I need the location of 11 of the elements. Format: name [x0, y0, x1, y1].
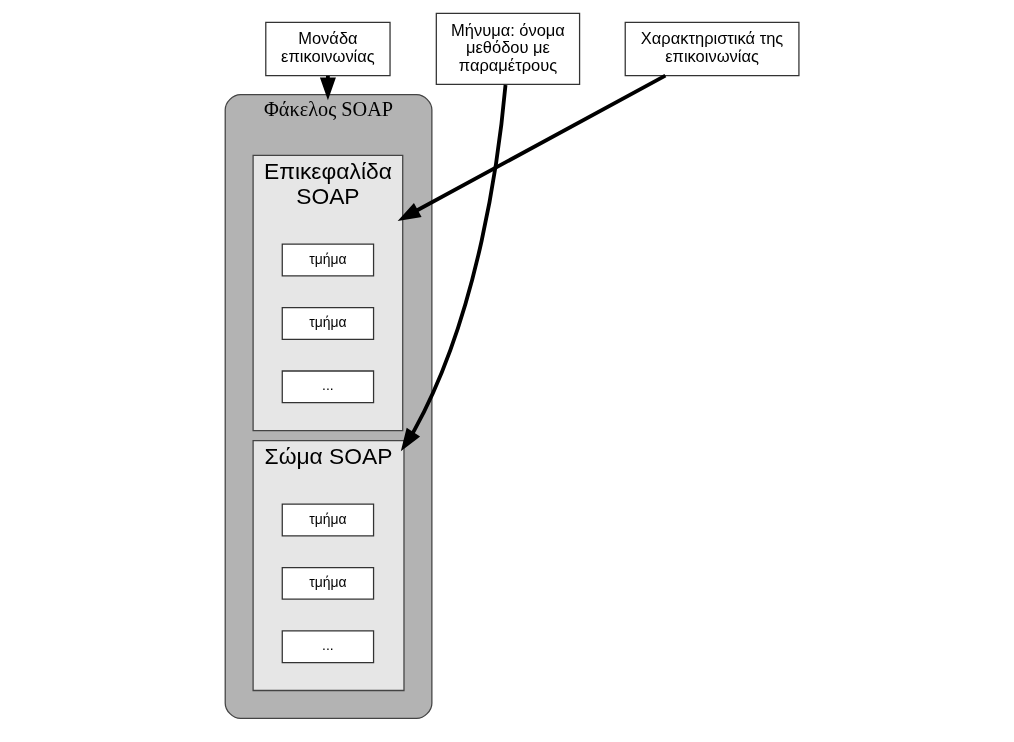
node-box: Μονάδα επικοινωνίας — [265, 21, 391, 77]
node-box: Χαρακτηριστικά της επικοινωνίας — [624, 21, 800, 77]
node-box: τμήμα — [281, 566, 375, 600]
arrow — [400, 84, 508, 452]
node-box: Μήνυμα: όνομα μεθόδου με παραμέτρους — [435, 12, 581, 86]
node-box: ... — [281, 370, 375, 404]
node-box: τμήμα — [281, 306, 375, 340]
node-box: τμήμα — [281, 503, 375, 537]
node-box: ... — [281, 630, 375, 664]
arrow — [397, 73, 667, 221]
node-box: τμήμα — [281, 243, 375, 277]
